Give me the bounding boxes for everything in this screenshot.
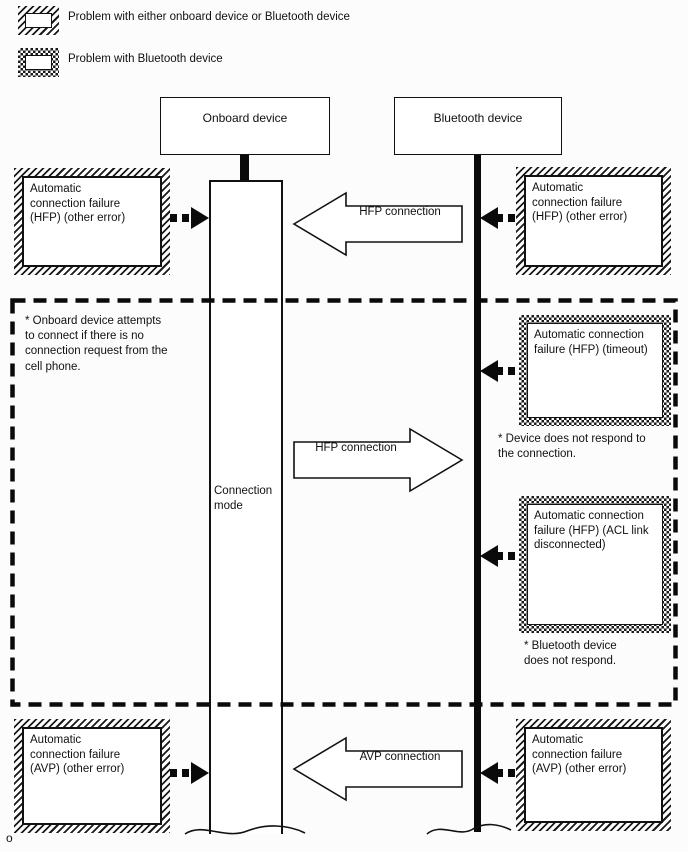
failure-box-hfp-other-error-bluetooth: Automatic connection failure (HFP) (othe…	[516, 167, 671, 275]
legend-swatch-mixed-problem	[18, 6, 59, 35]
legend-label-mixed-problem: Problem with either onboard device or Bl…	[68, 11, 350, 23]
note-bluetooth-no-respond: * Bluetooth device does not respond.	[524, 640, 617, 668]
dashed-arrow-right-icon	[170, 207, 209, 229]
failure-box-avp-other-error-onboard: Automatic connection failure (AVP) (othe…	[14, 719, 170, 833]
failure-box-text: Automatic connection failure (HFP) (ACL …	[527, 504, 663, 625]
connection-mode-label: Connection mode	[214, 485, 273, 512]
arrow-label: HFP connection	[359, 206, 441, 218]
bluetooth-lifeline-wave	[426, 823, 512, 835]
failure-box-text: Automatic connection failure (AVP) (othe…	[524, 727, 663, 823]
legend-label-bluetooth-problem: Problem with Bluetooth device	[68, 53, 223, 65]
bluetooth-lifeline	[474, 155, 481, 832]
failure-box-text: Automatic connection failure (AVP) (othe…	[22, 727, 162, 825]
note-onboard-attempts: * Onboard device attempts to connect if …	[25, 315, 168, 373]
failure-box-hfp-timeout: Automatic connection failure (HFP) (time…	[519, 315, 671, 426]
bluetooth-device-box: Bluetooth device	[394, 97, 562, 155]
dashed-arrow-left-icon	[480, 762, 519, 784]
note-device-no-respond: * Device does not respond to the connect…	[498, 433, 646, 461]
dashed-arrow-left-icon	[480, 207, 519, 229]
failure-box-text: Automatic connection failure (HFP) (othe…	[524, 175, 663, 267]
failure-box-hfp-other-error-onboard: Automatic connection failure (HFP) (othe…	[14, 168, 170, 275]
arrow-label: HFP connection	[315, 442, 397, 454]
dashed-arrow-left-icon	[480, 545, 519, 567]
onboard-lifeline-stub	[240, 155, 249, 181]
failure-box-text: Automatic connection failure (HFP) (time…	[527, 323, 663, 418]
legend-swatch-inner	[25, 13, 52, 28]
right-block-arrow-icon	[293, 427, 464, 493]
dashed-arrow-left-icon	[480, 360, 519, 382]
left-block-arrow-icon	[292, 736, 463, 802]
onboard-device-box: Onboard device	[160, 97, 330, 155]
failure-box-hfp-acl-disconnected: Automatic connection failure (HFP) (ACL …	[519, 496, 671, 633]
onboard-lifeline-wave	[184, 825, 306, 835]
hfp-connection-arrow-middle: HFP connection	[291, 424, 465, 496]
dashed-arrow-right-icon	[170, 762, 209, 784]
legend-swatch-bluetooth-problem	[18, 48, 59, 77]
failure-box-avp-other-error-bluetooth: Automatic connection failure (AVP) (othe…	[516, 719, 671, 831]
left-block-arrow-icon	[292, 191, 463, 257]
avp-connection-arrow-bottom: AVP connection	[291, 734, 465, 804]
stray-character: o	[6, 831, 13, 845]
failure-box-text: Automatic connection failure (HFP) (othe…	[22, 176, 162, 267]
arrow-label: AVP connection	[359, 751, 441, 763]
hfp-connection-arrow-top: HFP connection	[291, 189, 465, 259]
legend-swatch-inner	[25, 55, 52, 70]
